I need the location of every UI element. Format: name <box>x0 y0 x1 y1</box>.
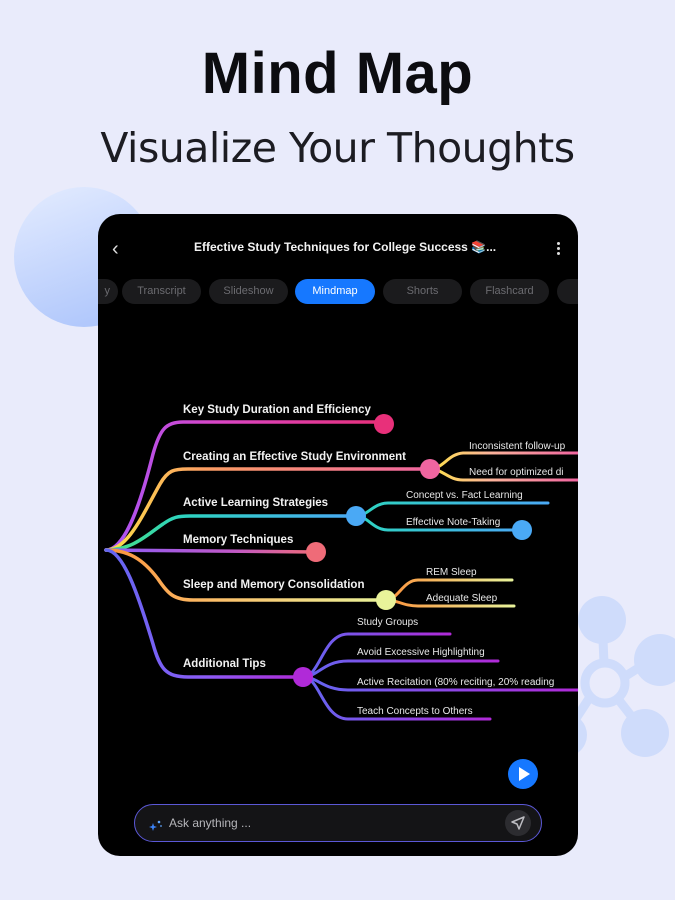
chevron-left-icon[interactable]: ‹ <box>112 238 119 260</box>
leaf-label[interactable]: Study Groups <box>357 617 418 628</box>
send-button[interactable] <box>505 810 531 836</box>
more-vertical-icon[interactable] <box>552 240 564 260</box>
leaf-label[interactable]: Effective Note-Taking <box>406 517 500 528</box>
node-dot[interactable] <box>420 459 440 479</box>
tab-shorts[interactable]: Shorts <box>383 279 462 304</box>
phone-screen: ‹ Effective Study Techniques for College… <box>98 214 578 856</box>
node-dot[interactable] <box>512 520 532 540</box>
leaf-label[interactable]: REM Sleep <box>426 567 477 578</box>
tab-transcript[interactable]: Transcript <box>122 279 201 304</box>
leaf-label[interactable]: Need for optimized di <box>469 467 564 478</box>
ask-input-container <box>134 804 542 842</box>
document-title: Effective Study Techniques for College S… <box>194 240 497 254</box>
leaf-label[interactable]: Adequate Sleep <box>426 593 498 604</box>
leaf-label[interactable]: Avoid Excessive Highlighting <box>357 647 485 658</box>
leaf-label[interactable]: Inconsistent follow-up <box>469 441 566 452</box>
node-dot[interactable] <box>346 506 366 526</box>
leaf-label[interactable]: Concept vs. Fact Learning <box>406 490 523 501</box>
molecule-decoration-icon <box>560 596 675 757</box>
tab-mindmap[interactable]: Mindmap <box>295 279 375 304</box>
node-dot[interactable] <box>376 590 396 610</box>
leaf-label[interactable]: Active Recitation (80% reciting, 20% rea… <box>357 677 554 688</box>
node-dot[interactable] <box>293 667 313 687</box>
tab-partial-left[interactable]: y <box>98 279 118 304</box>
app-header: ‹ Effective Study Techniques for College… <box>98 232 578 266</box>
play-icon[interactable] <box>508 759 538 789</box>
branch-label[interactable]: Active Learning Strategies <box>183 497 328 509</box>
tab-partial-right[interactable] <box>557 279 578 304</box>
node-dot[interactable] <box>306 542 326 562</box>
branch-label[interactable]: Sleep and Memory Consolidation <box>183 579 364 591</box>
leaf-label[interactable]: Teach Concepts to Others <box>357 706 473 717</box>
ask-input[interactable] <box>169 805 489 840</box>
branch-label[interactable]: Memory Techniques <box>183 534 293 546</box>
send-icon <box>511 816 525 830</box>
tab-bar: y Transcript Slideshow Mindmap Shorts Fl… <box>98 279 578 304</box>
hero-title: Mind Map <box>201 41 474 106</box>
hero-subtitle: Visualize Your Thoughts <box>100 124 575 172</box>
branch-label[interactable]: Key Study Duration and Efficiency <box>183 404 371 416</box>
node-dot[interactable] <box>374 414 394 434</box>
sparkle-icon <box>149 820 162 831</box>
tab-slideshow[interactable]: Slideshow <box>209 279 288 304</box>
branch-label[interactable]: Creating an Effective Study Environment <box>183 451 406 463</box>
mindmap-canvas[interactable]: Key Study Duration and Efficiency Creati… <box>98 214 578 856</box>
tab-flashcard[interactable]: Flashcard <box>470 279 549 304</box>
branch-label[interactable]: Additional Tips <box>183 658 266 670</box>
